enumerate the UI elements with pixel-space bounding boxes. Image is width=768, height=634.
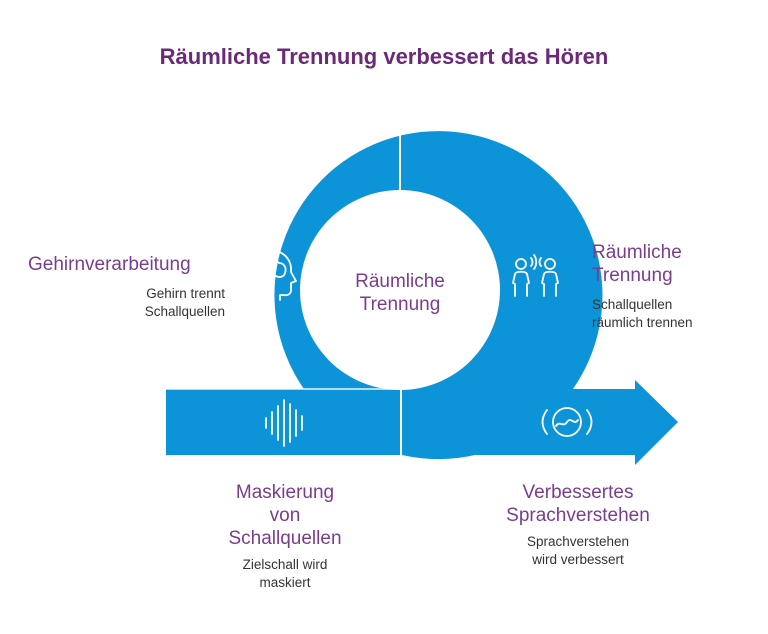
speech-step-heading-line2: Sprachverstehen xyxy=(506,505,650,526)
spatial-step-heading-line1: Räumliche xyxy=(592,242,682,263)
inner-circle xyxy=(300,190,500,390)
brain-head-icon xyxy=(248,250,297,301)
masking-step-heading-line2: von xyxy=(269,505,301,526)
spatial-step-desc: Schallquellen räumlich trennen xyxy=(592,296,752,332)
speech-step-desc-line1: Sprachverstehen xyxy=(526,534,630,549)
sound-wave-icon xyxy=(265,399,303,447)
brain-step-desc: Gehirn trennt Schallquellen xyxy=(100,285,225,321)
center-label-line2: Trennung xyxy=(359,294,441,315)
page-title: Räumliche Trennung verbessert das Hören xyxy=(159,44,609,69)
masking-step-desc: Zielschall wird maskiert xyxy=(195,556,375,592)
arrow-body-shape xyxy=(402,380,678,465)
hearing-circle-icon xyxy=(541,407,593,437)
brain-step-heading: Gehirnverarbeitung xyxy=(28,254,191,275)
speech-step-desc-line2: wird verbessert xyxy=(532,552,624,567)
spatial-step-desc-line2: räumlich trennen xyxy=(592,315,693,330)
masking-step-desc-line1: Zielschall wird xyxy=(242,557,328,572)
center-label: Räumliche Trennung xyxy=(320,270,480,316)
masking-step-heading-line3: Schallquellen xyxy=(228,528,342,549)
spatial-step-heading: Räumliche Trennung xyxy=(592,241,752,287)
center-label-line1: Räumliche xyxy=(355,271,445,292)
two-people-sound-icon xyxy=(512,254,559,297)
speech-step-desc: Sprachverstehen wird verbessert xyxy=(468,533,688,569)
masking-step-heading: Maskierung von Schallquellen xyxy=(195,481,375,550)
speech-step-heading: Verbessertes Sprachverstehen xyxy=(468,481,688,527)
masking-step-desc-line2: maskiert xyxy=(259,575,311,590)
spatial-step-desc-line1: Schallquellen xyxy=(592,297,673,312)
speech-step-heading-line1: Verbessertes xyxy=(522,482,634,503)
spatial-step-heading-line2: Trennung xyxy=(592,265,673,286)
masking-step-heading-line1: Maskierung xyxy=(235,482,335,503)
brain-step-desc-line2: Schallquellen xyxy=(144,304,225,319)
brain-step-desc-line1: Gehirn trennt xyxy=(146,286,225,301)
